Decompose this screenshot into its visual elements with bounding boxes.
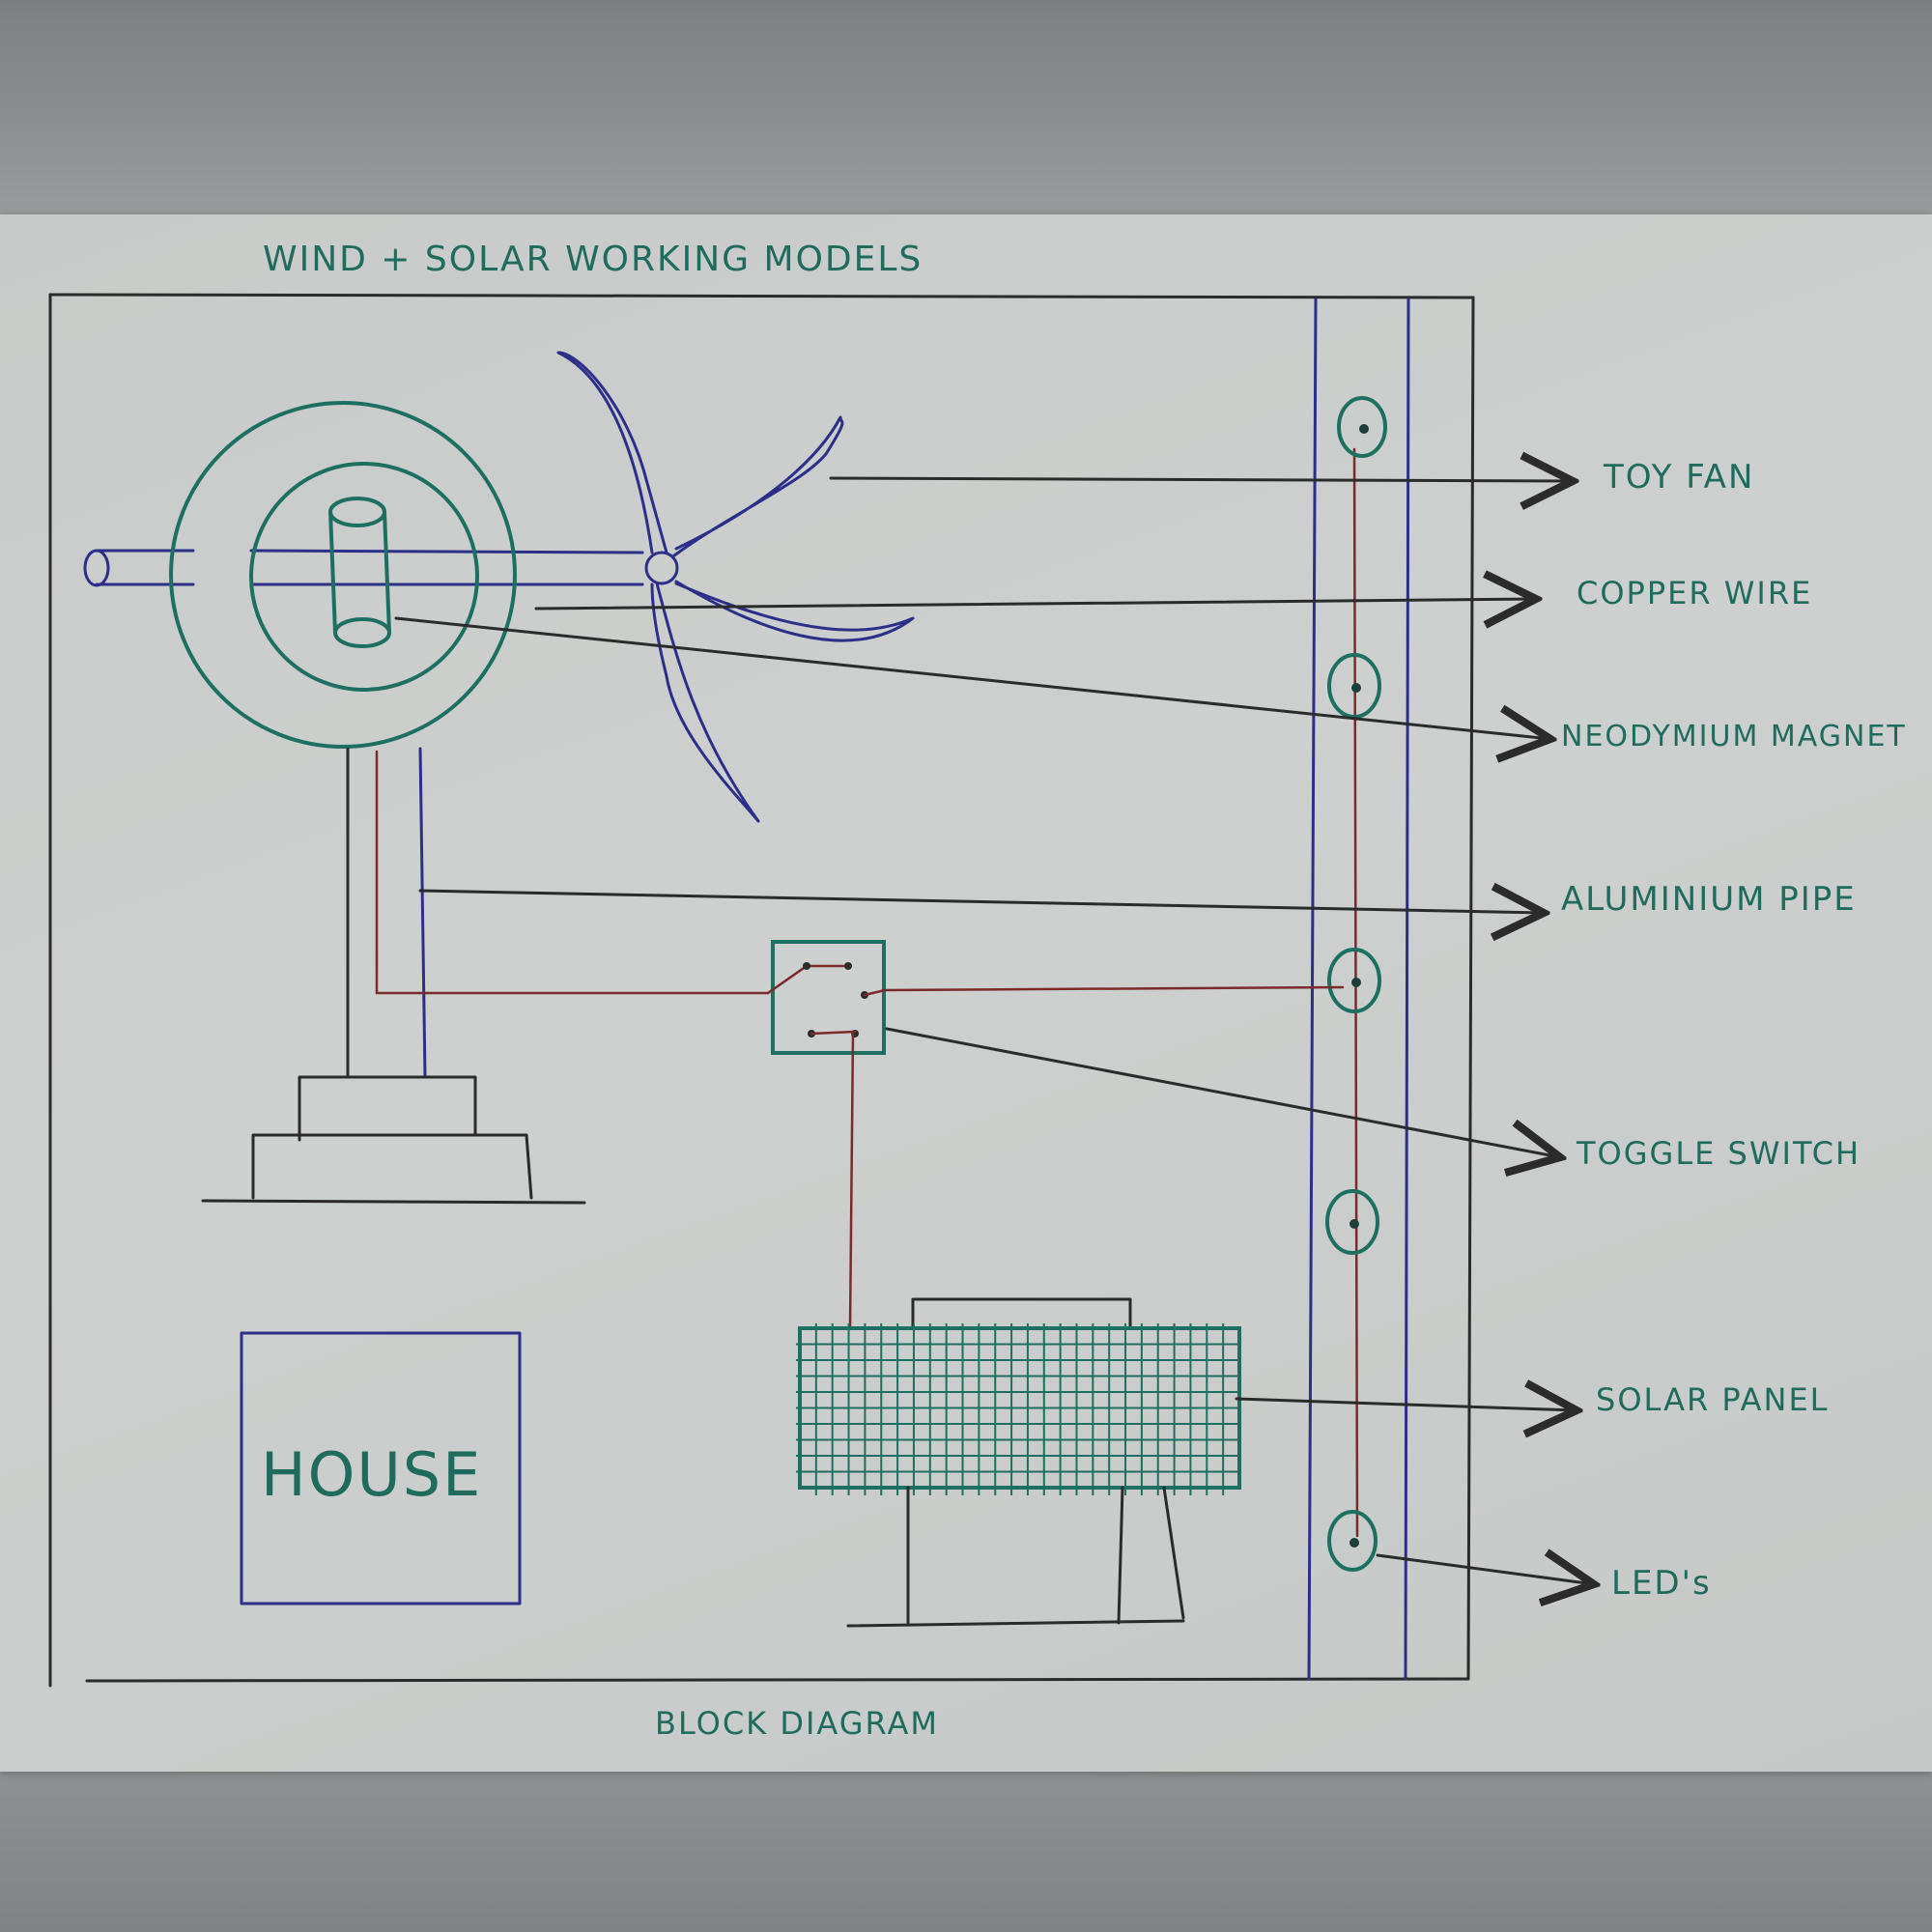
paper-sheet [0, 214, 1932, 1772]
diagram-title: WIND + SOLAR WORKING MODELS [263, 240, 923, 279]
wind-turbine [83, 351, 915, 1205]
label-copper-wire: COPPER WIRE [1577, 575, 1812, 611]
leader-leds [1376, 1555, 1594, 1584]
generator-outer-ring [169, 401, 517, 749]
label-toggle-switch: TOGGLE SWITCH [1576, 1135, 1861, 1172]
toy-fan-blades [556, 351, 915, 823]
label-solar-panel: SOLAR PANEL [1596, 1381, 1829, 1418]
solar-panel [796, 1297, 1241, 1628]
label-toy-fan: TOY FAN [1603, 458, 1754, 497]
label-aluminium-pipe: ALUMINIUM PIPE [1561, 880, 1857, 919]
leader-neodymium-magnet [394, 616, 1550, 739]
led-3 [1327, 948, 1381, 1013]
toggle-switch-box [766, 940, 1345, 1330]
led-4 [1325, 1189, 1379, 1255]
house-label: HOUSE [261, 1439, 482, 1510]
frame-right-edge [1466, 296, 1475, 1681]
leader-toggle-switch [885, 1027, 1560, 1157]
led-2 [1327, 653, 1381, 719]
leader-copper-wire [534, 599, 1536, 609]
led-5 [1327, 1510, 1378, 1572]
leader-aluminium-pipe [418, 891, 1544, 913]
aluminium-pipe-right [418, 747, 427, 1079]
led-strip [1307, 298, 1410, 1681]
generator-coil-ring [249, 462, 479, 692]
leader-lines [394, 478, 1594, 1584]
frame-bottom-edge [85, 1677, 1470, 1683]
frame-top-edge [48, 293, 1475, 299]
led-1 [1337, 396, 1387, 458]
leader-toy-fan [829, 478, 1573, 481]
house-box [240, 1331, 522, 1605]
fan-hub [644, 551, 679, 585]
label-leds: LED's [1611, 1564, 1712, 1603]
leader-solar-panel [1235, 1399, 1577, 1410]
diagram-caption: BLOCK DIAGRAM [655, 1705, 939, 1742]
label-neodymium-magnet: NEODYMIUM MAGNET [1561, 720, 1907, 753]
neodymium-magnet [328, 497, 391, 648]
